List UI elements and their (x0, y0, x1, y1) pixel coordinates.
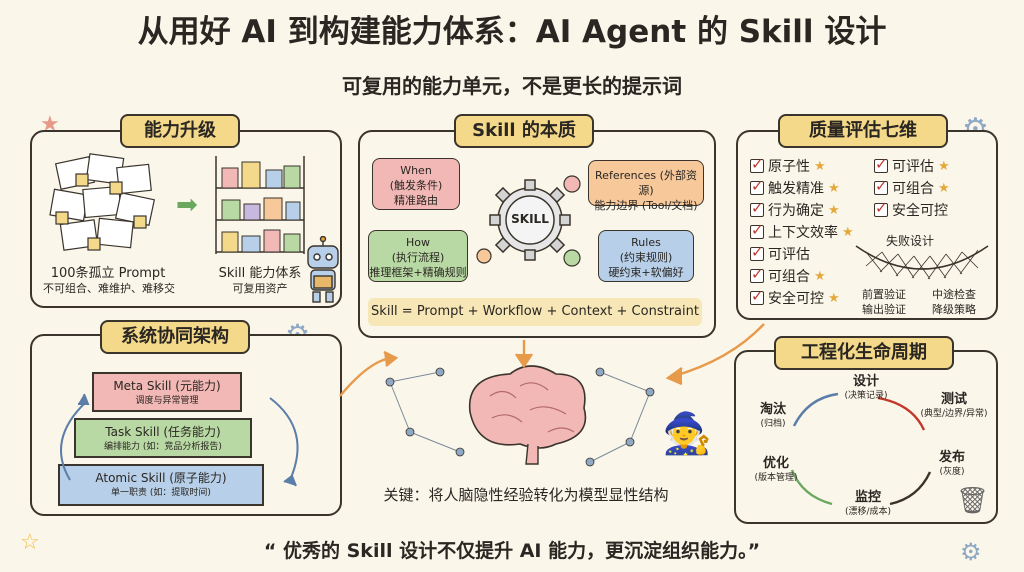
quality-item: 行为确定★ (750, 199, 840, 220)
stage-retire: 淘汰(归档) (759, 402, 786, 429)
stage-monitor: 监控(漂移/成本) (844, 490, 892, 517)
quality-item: 安全可控★ (750, 287, 840, 308)
fail-item: 输出验证 (862, 303, 906, 316)
cycle-arrows-icon (60, 393, 299, 487)
stage-release: 发布(灰度) (938, 450, 965, 477)
fail-item: 前置验证 (862, 288, 906, 301)
net-label: 失败设计 (886, 234, 935, 248)
how-title: How (406, 236, 430, 249)
sage-icon: 🧙 (662, 411, 712, 457)
lifecycle-tag: 工程化生命周期 (774, 336, 954, 370)
how-box: How (执行流程) 推理框架+精确规则 (368, 230, 468, 282)
robot-icon (307, 236, 339, 303)
footer-quote: “ 优秀的 Skill 设计不仅提升 AI 能力，更沉淀组织能力。” (263, 540, 761, 562)
quality-item: 可组合★ (750, 265, 826, 286)
star-icon: ★ (814, 268, 826, 284)
lifecycle-cycle-icon (790, 392, 932, 506)
star-icon: ★ (842, 224, 854, 240)
star-icon: ★ (828, 202, 840, 218)
checkbox-icon (874, 155, 888, 173)
star-icon: ★ (938, 158, 950, 174)
star-icon: ★ (814, 158, 826, 174)
brain-network-icon (385, 365, 655, 467)
arrow-right-icon: ➡ (176, 190, 198, 220)
when-title: When (400, 164, 432, 177)
prompt-pile-icon (49, 153, 156, 251)
quality-tag: 质量评估七维 (778, 114, 948, 148)
quality-item: 触发精准★ (750, 177, 840, 198)
trash-icon: 🗑 (956, 486, 990, 516)
checkbox-icon (750, 155, 764, 173)
checkbox-icon (750, 221, 764, 239)
stage-design: 设计(决策记录) (844, 374, 888, 401)
checkbox-icon (874, 177, 888, 195)
page-subtitle: 可复用的能力单元，不是更长的提示词 (342, 74, 682, 98)
prompt-label: 100条孤立 Prompt (50, 266, 166, 281)
skill-system-label: Skill 能力体系 (218, 266, 302, 281)
when-box: When (触发条件) 精准路由 (372, 158, 460, 210)
quality-panel (736, 130, 998, 320)
shelf-icon (215, 156, 305, 254)
star-icon: ★ (828, 180, 840, 196)
architecture-tag: 系统协同架构 (100, 320, 250, 354)
fail-item: 中途检查 (932, 288, 976, 301)
task-skill-layer: Task Skill (任务能力) 编排能力 (如：竞品分析报告) (74, 418, 252, 458)
star-icon: ☆ (20, 530, 40, 555)
upgrade-tag: 能力升级 (120, 114, 240, 148)
flow-arrows-icon (339, 340, 533, 397)
star-icon: ★ (938, 180, 950, 196)
lifecycle-panel (734, 350, 998, 524)
checkbox-icon (750, 265, 764, 283)
references-title: References (外部资源) (595, 169, 697, 197)
fail-item: 降级策略 (932, 303, 976, 316)
formula-text: Skill = Prompt + Workflow + Context + Co… (371, 304, 699, 319)
quality-item: 上下文效率★ (750, 221, 854, 242)
checkbox-icon (874, 199, 888, 217)
checkbox-icon (750, 243, 764, 261)
gear-icon: ⚙ (960, 538, 982, 566)
quality-item: 可评估★ (874, 155, 950, 176)
checkbox-icon (750, 199, 764, 217)
prompt-sub: 不可组合、难维护、难移交 (43, 282, 175, 295)
stage-optimize: 优化(版本管理) (754, 456, 798, 483)
how-desc: 推理框架+精确规则 (369, 266, 467, 279)
references-box: References (外部资源) 能力边界 (Tool/文档) (588, 160, 704, 212)
flow-arrow-right-icon (665, 323, 765, 386)
quality-item: 原子性★ (750, 155, 826, 176)
rules-desc: 硬约束+软偏好 (608, 266, 684, 279)
quality-item: 可评估 (750, 243, 810, 264)
quality-item: 可组合★ (874, 177, 950, 198)
meta-skill-layer: Meta Skill (元能力) 调度与异常管理 (92, 372, 242, 412)
checkbox-icon (750, 287, 764, 305)
skill-system-sub: 可复用资产 (232, 282, 288, 295)
rules-title: Rules (631, 236, 661, 249)
atomic-skill-layer: Atomic Skill (原子能力) 单一职责 (如：提取时间) (58, 464, 264, 506)
page-title: 从用好 AI 到构建能力体系：AI Agent 的 Skill 设计 (137, 14, 887, 50)
rules-sub: (约束规则) (619, 251, 673, 264)
key-insight-text: 关键：将人脑隐性经验转化为模型显性结构 (383, 486, 669, 504)
checkbox-icon (750, 177, 764, 195)
when-desc: 精准路由 (394, 194, 438, 207)
when-sub: (触发条件) (389, 179, 443, 192)
skill-center-label: SKILL (511, 212, 549, 226)
references-desc: 能力边界 (Tool/文档) (594, 199, 698, 212)
stage-test: 测试(典型/边界/异常) (920, 392, 988, 419)
star-icon: ★ (828, 290, 840, 306)
essence-tag: Skill 的本质 (454, 114, 594, 148)
safety-net-icon (855, 245, 989, 280)
how-sub: (执行流程) (391, 251, 445, 264)
skill-gear-icon (476, 175, 581, 267)
quality-item: 安全可控 (874, 199, 948, 220)
rules-box: Rules (约束规则) 硬约束+软偏好 (598, 230, 694, 282)
formula-box (368, 298, 702, 326)
